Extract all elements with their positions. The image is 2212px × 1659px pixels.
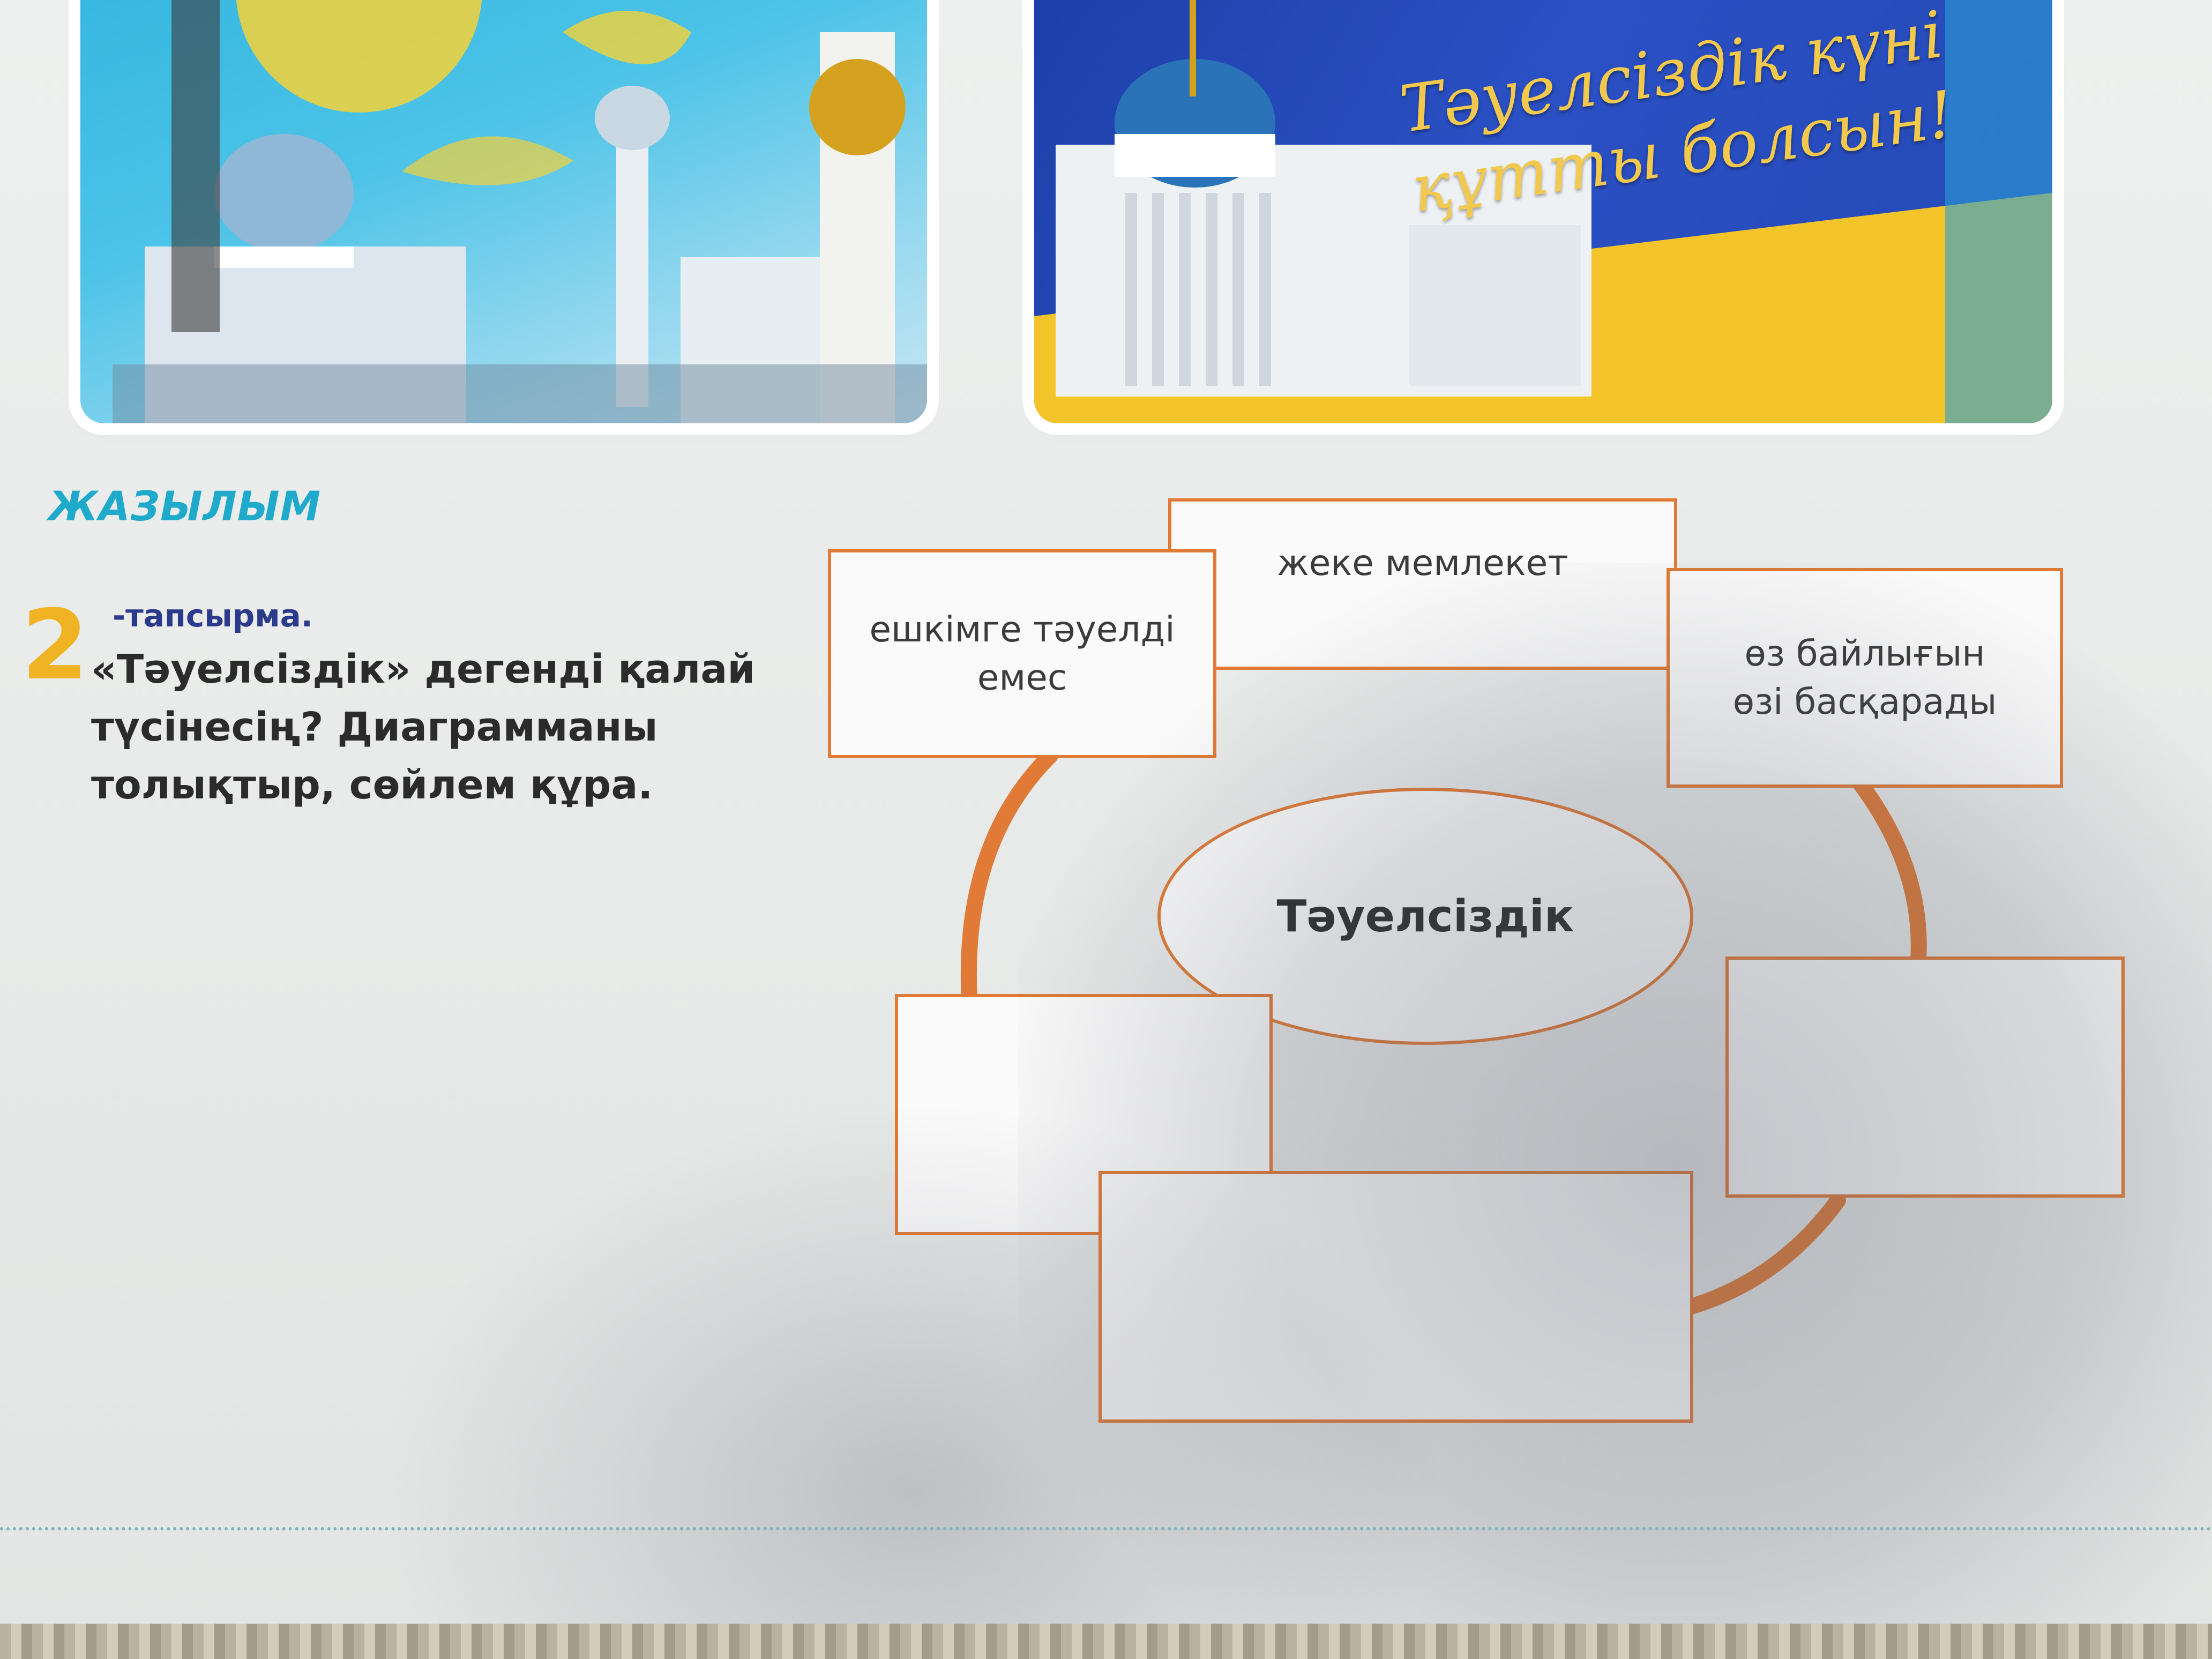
task-number: 2 [21, 589, 89, 701]
task-line-2: түсінесің? Диаграмманы [91, 704, 658, 750]
photo-akorda-greeting: Тәуелсіздік күні құтты болсын! [1034, 0, 2052, 423]
box-top-right[interactable]: өз байлығын өзі басқарады [1667, 568, 2063, 788]
task-instructions: «Тәуелсіздік» дегенді қалай түсінесің? Д… [91, 640, 814, 814]
box-top-right-line-1: өз байлығын [1744, 633, 1985, 674]
box-top-right-line-2: өзі басқарады [1732, 681, 1997, 722]
task-line-1: «Тәуелсіздік» дегенді қалай [91, 646, 756, 692]
photo-akorda-illustration [1034, 0, 2052, 423]
box-top-left-line-1: ешкімге тәуелді [869, 609, 1175, 650]
ring-arc-bottom [1680, 1192, 1846, 1316]
box-top-middle-text: жеке мемлекет [1277, 542, 1568, 584]
ring-arc-right [1851, 774, 1927, 967]
photo-astana-illustration [113, 0, 927, 423]
task-line-3: толықтыр, сөйлем құра. [91, 762, 653, 808]
box-top-left-line-2: емес [977, 657, 1067, 698]
photo-astana-monuments [80, 0, 927, 423]
center-label: Тәуелсіздік [1276, 891, 1574, 942]
box-top-left[interactable]: ешкімге тәуелді емес [828, 549, 1216, 758]
box-top-left-text: ешкімге тәуелді емес [869, 606, 1175, 702]
box-top-right-text: өз байлығын өзі басқарады [1733, 630, 1997, 726]
task-label: -тапсырма. [113, 597, 313, 634]
background-fabric [0, 1624, 2212, 1659]
box-bottom-right-empty[interactable] [1725, 956, 2125, 1198]
ring-arc-left [960, 748, 1058, 1015]
section-title: ЖАЗЫЛЫМ [48, 482, 322, 530]
box-top-middle[interactable]: жеке мемлекет [1168, 498, 1677, 670]
box-bottom-middle-empty[interactable] [1098, 1171, 1693, 1423]
page-divider-dotted [0, 1527, 2212, 1530]
